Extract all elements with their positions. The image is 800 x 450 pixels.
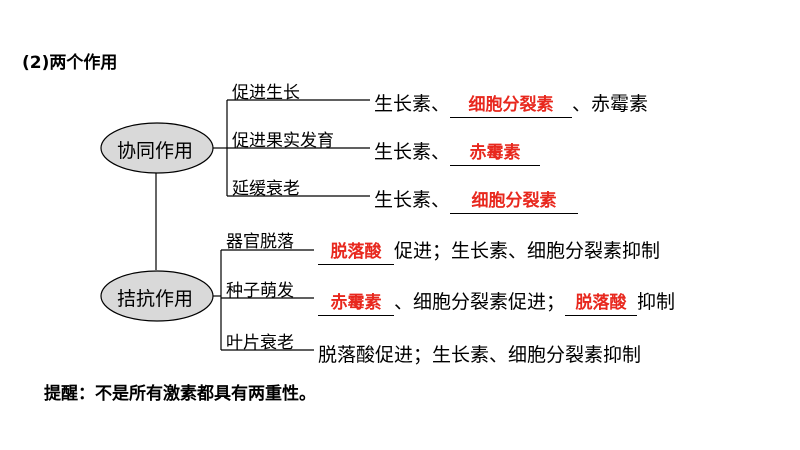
row-suffix: 、赤霉素: [572, 93, 649, 115]
row-text: 促进；生长素、细胞分裂素抑制: [394, 240, 661, 262]
branch-promote-growth: 促进生长: [232, 83, 300, 103]
branch-seed-germination: 种子萌发: [226, 281, 294, 301]
antagonism-label: 拮抗作用: [117, 288, 194, 310]
antagonism-row-3: 脱落酸促进；生长素、细胞分裂素抑制: [318, 340, 641, 367]
answer-blank: 细胞分裂素: [450, 186, 579, 214]
antagonism-row-1: 脱落酸促进；生长素、细胞分裂素抑制: [318, 236, 660, 265]
answer-blank-2: 脱落酸: [565, 288, 638, 316]
row-prefix: 生长素、: [374, 93, 451, 115]
synergy-row-3: 生长素、细胞分裂素: [374, 185, 579, 214]
answer-blank: 赤霉素: [450, 138, 541, 166]
branch-delay-senescence: 延缓衰老: [232, 179, 300, 199]
synergy-row-2: 生长素、赤霉素: [374, 137, 541, 166]
synergy-label: 协同作用: [117, 140, 194, 162]
row-text: 抑制: [637, 291, 676, 313]
antagonism-row-2: 赤霉素、细胞分裂素促进；脱落酸抑制: [318, 287, 675, 316]
branch-leaf-senescence: 叶片衰老: [226, 333, 294, 353]
answer-blank: 脱落酸: [318, 237, 394, 265]
synergy-row-1: 生长素、细胞分裂素、赤霉素: [374, 89, 648, 118]
row-mid: 、细胞分裂素促进；: [394, 291, 566, 313]
row-prefix: 生长素、: [374, 189, 451, 211]
branch-fruit-development: 促进果实发育: [232, 131, 334, 151]
row-prefix: 生长素、: [374, 141, 451, 163]
synergy-ellipse: [100, 122, 214, 174]
answer-blank: 赤霉素: [318, 288, 394, 316]
branch-organ-abscission: 器官脱落: [226, 232, 294, 252]
row-text: 脱落酸促进；生长素、细胞分裂素抑制: [318, 344, 642, 366]
answer-blank: 细胞分裂素: [450, 90, 573, 118]
tip-note: 提醒：不是所有激素都具有两重性。: [44, 384, 316, 404]
section-heading: (2)两个作用: [22, 53, 118, 73]
antagonism-ellipse: [100, 270, 214, 322]
